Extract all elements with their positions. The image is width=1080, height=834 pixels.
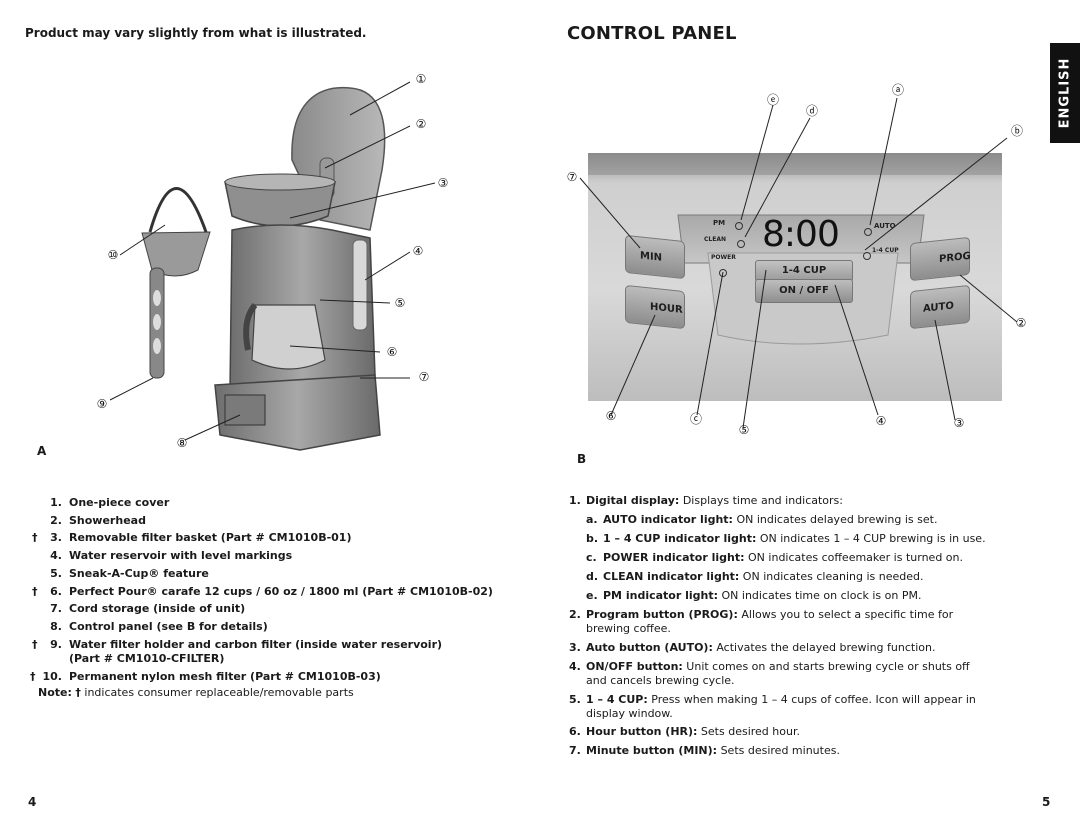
callout-5: ⑤ [394,296,406,310]
parts-note: Note: † indicates consumer replaceable/r… [38,686,354,699]
callout-b: ⓑ [1010,124,1023,138]
power-indicator-label: POWER [711,254,736,261]
page-title: CONTROL PANEL [567,23,737,44]
power-led-icon [718,263,728,277]
auto-indicator-label: AUTO [874,222,896,230]
note-dagger: † [75,686,81,699]
page-number-left: 4 [28,795,37,809]
cup-indicator-label: 1-4 CUP [872,247,899,254]
language-tab-label: ENGLISH [1057,57,1073,129]
control-list: 1. Digital display: Displays time and in… [569,494,986,757]
page-number-right: 5 [1042,795,1051,809]
clean-indicator-label: CLEAN [704,236,726,243]
callout-3: ③ [437,176,449,190]
auto-led-icon [863,222,873,236]
callout-5-panel: ⑤ [738,423,750,437]
callout-e: ⓔ [766,93,779,107]
callout-6-panel: ⑥ [605,409,617,423]
callout-d: ⓓ [805,104,818,118]
callout-2: ② [415,117,427,131]
cup-led-icon [862,246,872,260]
parts-list: 1.One-piece cover 2.Showerhead †3.Remova… [30,496,493,683]
pm-indicator-label: PM [713,219,726,227]
callout-4: ④ [412,244,424,258]
clean-led-icon [736,234,746,248]
clock-display: 8:00 [762,214,840,255]
illustration-disclaimer: Product may vary slightly from what is i… [25,26,367,40]
callout-leader-lines [579,97,1018,429]
callout-9: ⑨ [96,397,108,411]
callout-7-panel: ⑦ [566,170,578,184]
callout-8: ⑧ [176,436,188,450]
callout-2-panel: ② [1015,316,1027,330]
language-tab: ENGLISH [1050,43,1080,143]
callout-4-panel: ④ [875,414,887,428]
callout-a: ⓐ [891,83,904,97]
callout-c: ⓒ [689,412,702,426]
callout-7: ⑦ [418,370,430,384]
callout-1: ① [415,72,427,86]
callout-3-panel: ③ [953,416,965,430]
coffeemaker-illustration [109,81,436,451]
figure-a-label: A [37,444,47,458]
pm-led-icon [734,216,744,230]
callout-6: ⑥ [386,345,398,359]
figure-b-label: B [577,452,587,466]
note-text: indicates consumer replaceable/removable… [84,686,354,699]
one-to-four-cup-button[interactable]: 1-4 CUP [755,260,853,282]
note-label: Note: [38,686,72,699]
callout-10: ⑩ [107,248,119,262]
